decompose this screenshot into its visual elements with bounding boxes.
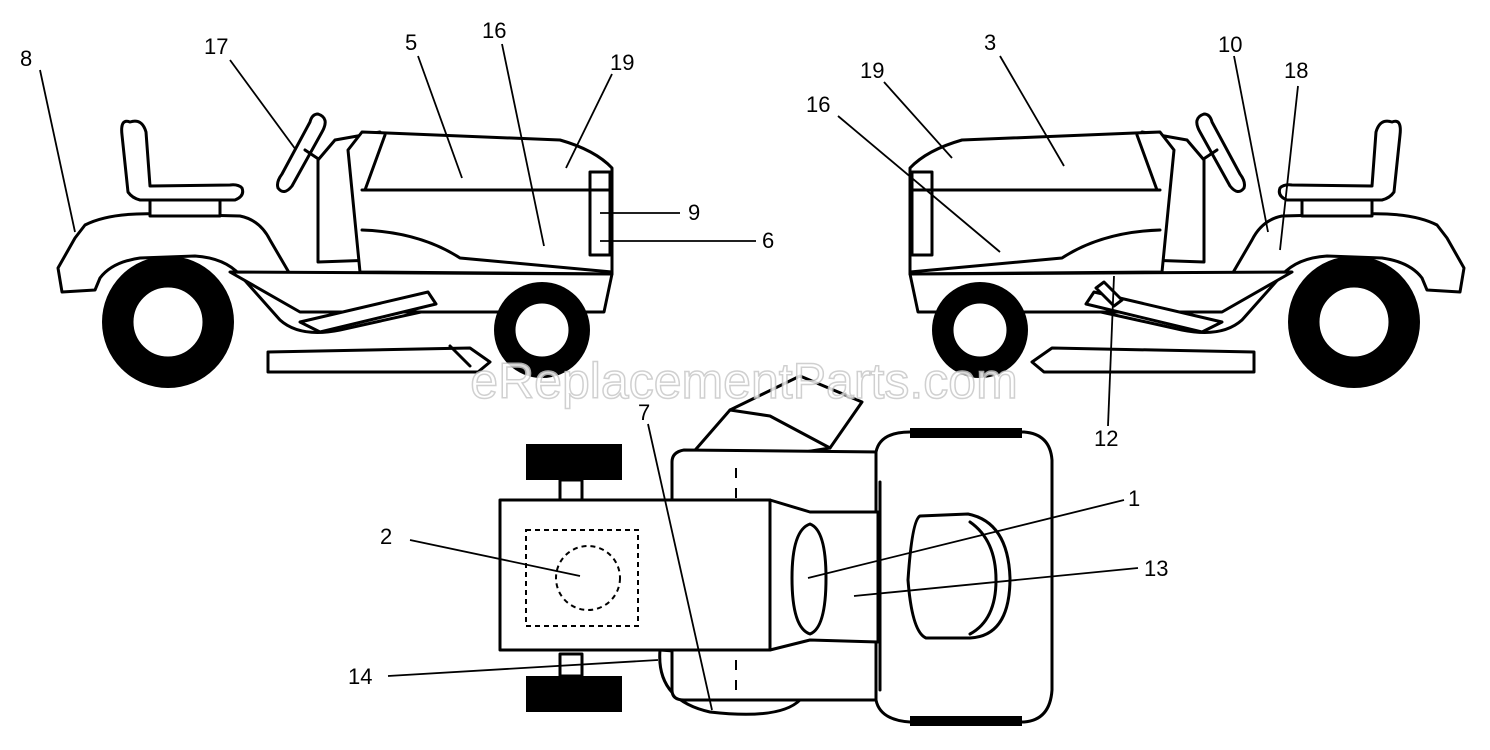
- watermark: eReplacementParts.com: [470, 353, 1017, 409]
- callout-18: 18: [1284, 58, 1308, 83]
- callout-3: 3: [984, 30, 996, 55]
- seat: [120, 119, 245, 202]
- callout-10: 10: [1218, 32, 1242, 57]
- foot-pedal: [298, 290, 438, 334]
- callout-16-left: 16: [482, 18, 506, 43]
- callout-19-right: 19: [860, 58, 884, 83]
- callout-7: 7: [638, 400, 650, 425]
- seat-post: [148, 198, 222, 218]
- callout-labels: 8 17 5 16 19 9 6 3 19 16 10 18 12 7 2 14…: [20, 18, 1308, 689]
- callout-17: 17: [204, 34, 228, 59]
- callout-14: 14: [348, 664, 372, 689]
- top-view: [498, 374, 1054, 726]
- rear-tire-top: [526, 444, 622, 480]
- callout-1: 1: [1128, 486, 1140, 511]
- callout-2: 2: [380, 524, 392, 549]
- callout-12: 12: [1094, 426, 1118, 451]
- callout-lines: [39, 43, 1299, 711]
- mower-deck: [266, 346, 492, 374]
- callout-8: 8: [20, 46, 32, 71]
- right-side-view: [908, 112, 1466, 388]
- callout-6: 6: [762, 228, 774, 253]
- rear-tire-bottom: [526, 676, 622, 712]
- callout-19-left: 19: [610, 50, 634, 75]
- grille: [906, 512, 1012, 640]
- callout-9: 9: [688, 200, 700, 225]
- seat: [1277, 119, 1402, 202]
- lift-lever: [1094, 280, 1124, 308]
- callout-16-right: 16: [806, 92, 830, 117]
- seat-top: [498, 498, 772, 652]
- callout-13: 13: [1144, 556, 1168, 581]
- hood: [908, 130, 1176, 276]
- left-side-view: [56, 112, 614, 388]
- steering-top: [790, 522, 828, 636]
- steering-wheel: [1195, 112, 1246, 193]
- callout-5: 5: [405, 30, 417, 55]
- steering-wheel: [276, 112, 327, 193]
